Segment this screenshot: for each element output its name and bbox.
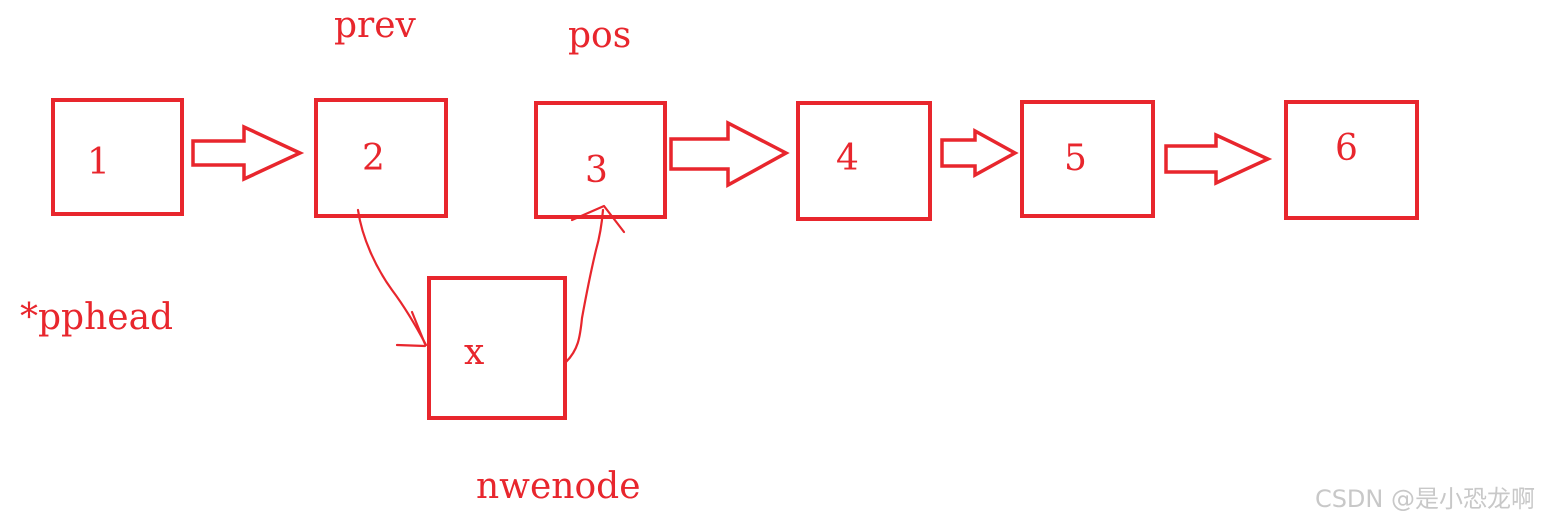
block-arrow-1-2 (191, 124, 305, 182)
link-arrow-2-to-x-tick-b (410, 310, 427, 346)
link-arrow-2-to-x (356, 208, 428, 347)
node-box-6 (1284, 100, 1419, 220)
link-arrow-x-to-3 (564, 208, 605, 364)
node-label-3: 3 (585, 150, 608, 191)
node-label-5: 5 (1064, 138, 1087, 179)
block-arrow-4-5 (940, 128, 1019, 178)
new-node-box (427, 276, 567, 420)
new-node-label: x (464, 332, 485, 373)
node-box-2 (314, 98, 448, 218)
pos-label: pos (568, 15, 632, 56)
block-arrow-3-4 (669, 120, 790, 188)
node-box-1 (51, 98, 184, 216)
prev-label: prev (334, 5, 416, 46)
node-label-1: 1 (87, 142, 110, 183)
watermark: CSDN @是小恐龙啊 (1314, 485, 1535, 513)
link-arrow-2-to-x-tick-a (395, 343, 427, 348)
new-node-name-label: nwenode (476, 466, 641, 507)
link-arrow-x-to-3-head (570, 204, 626, 234)
head-label: *pphead (20, 297, 174, 338)
node-label-4: 4 (836, 138, 859, 179)
node-label-2: 2 (362, 138, 385, 179)
node-box-3 (534, 101, 667, 219)
block-arrow-5-6 (1164, 132, 1273, 186)
node-box-5 (1020, 100, 1155, 218)
node-box-4 (796, 101, 932, 221)
node-label-6: 6 (1335, 128, 1358, 169)
